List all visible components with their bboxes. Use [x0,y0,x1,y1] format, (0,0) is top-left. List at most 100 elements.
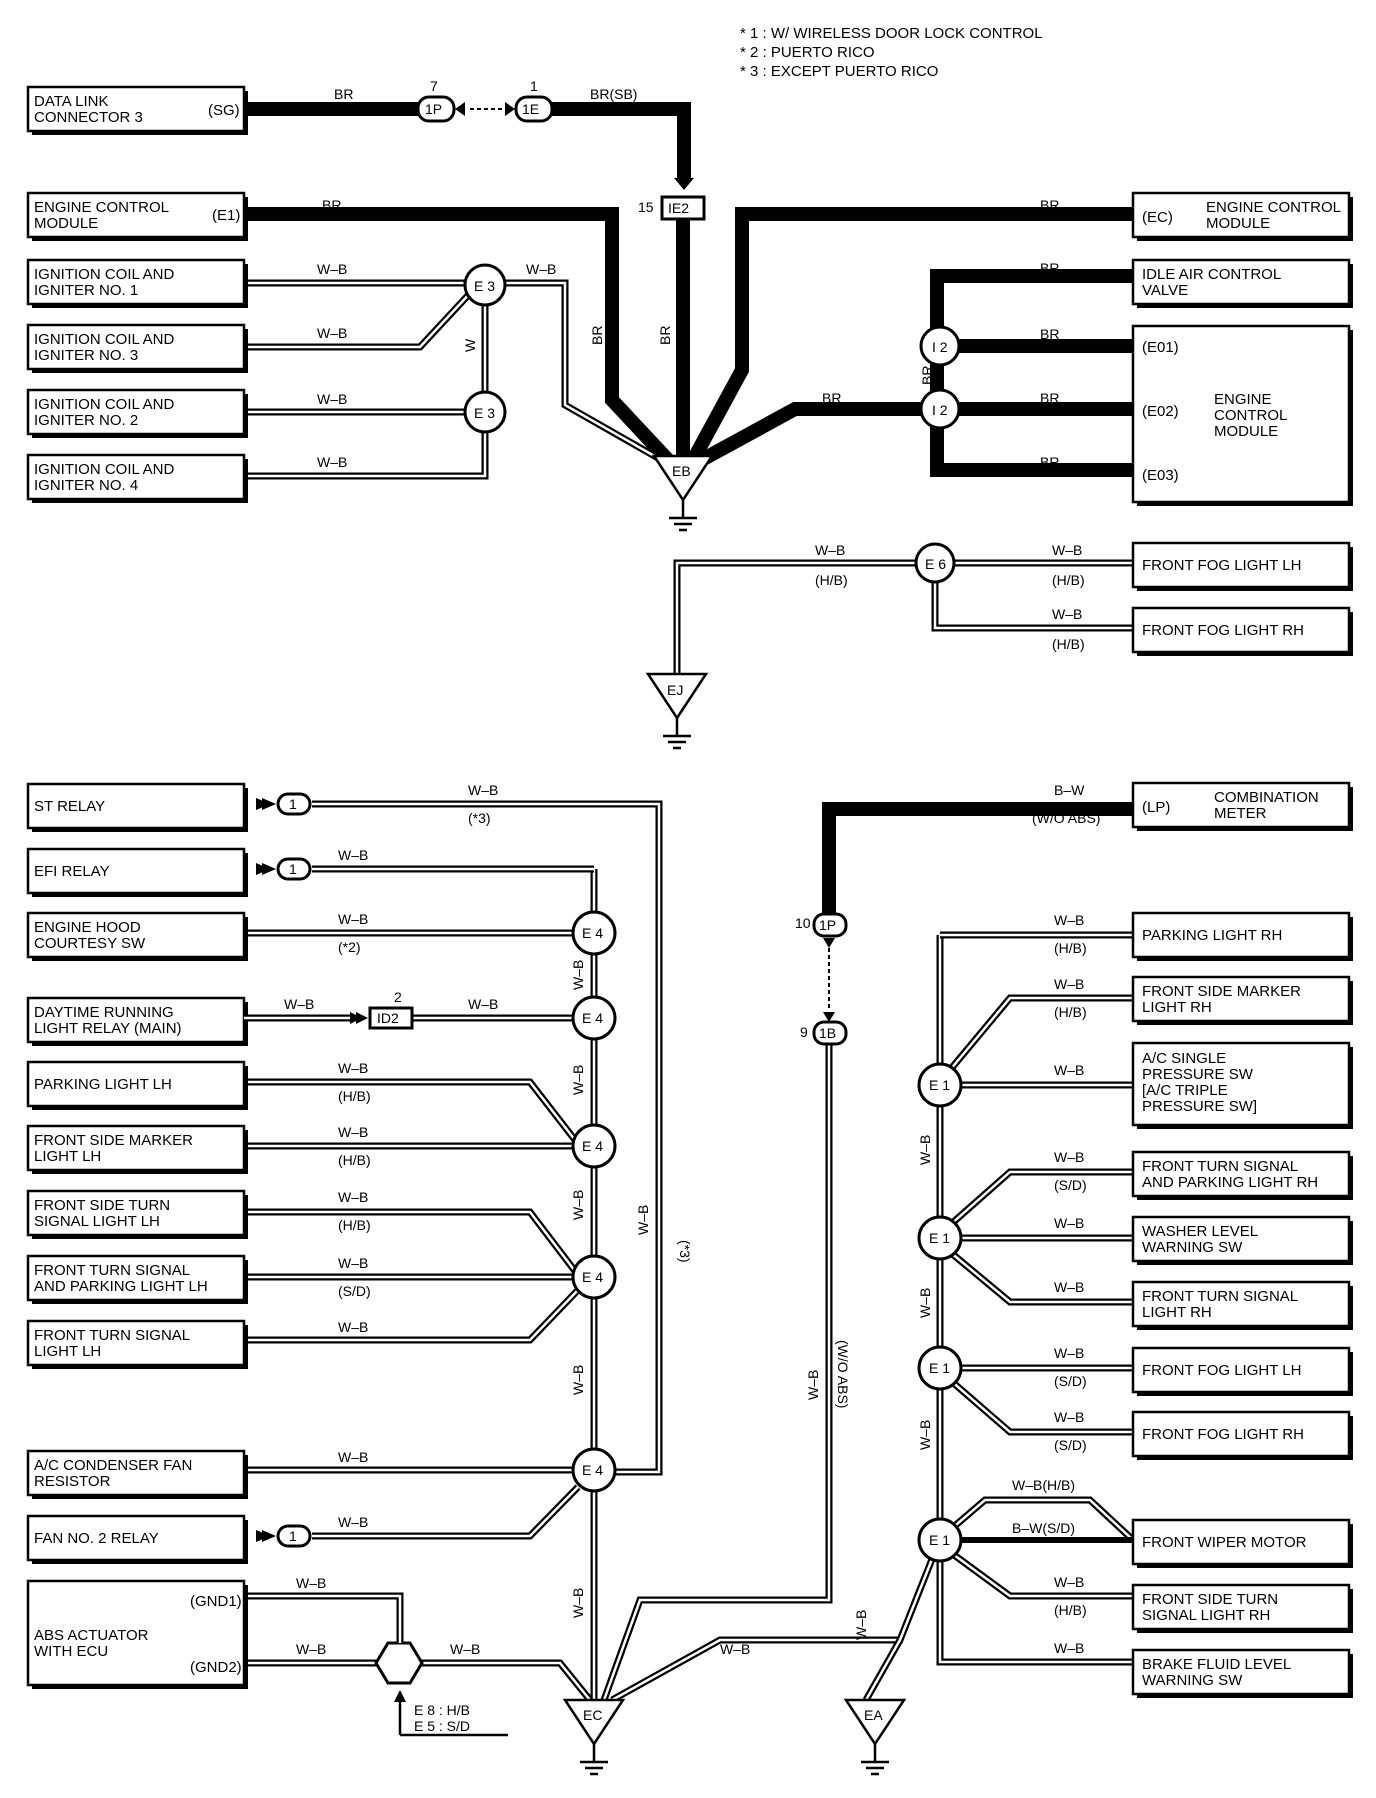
svg-text:BR: BR [1040,326,1059,342]
svg-text:W–B: W–B [284,996,314,1012]
svg-text:EFI RELAY: EFI RELAY [34,863,110,880]
connector-1e: 1 1E [470,78,554,123]
bottom-left-wire-labels: W–B (*3) W–B W–B (*2) W–B W–B W–B (H/B) … [284,782,750,1657]
svg-text:E 4: E 4 [582,1269,603,1285]
svg-text:MODULE: MODULE [1206,215,1270,232]
svg-text:BR: BR [322,197,341,213]
ign2-box: IGNITION COIL AND IGNITER NO. 2 [26,388,248,438]
svg-text:ENGINE CONTROL: ENGINE CONTROL [34,199,169,216]
junction-e1-2: E 1 [917,1215,963,1261]
svg-text:FRONT SIDE TURN: FRONT SIDE TURN [34,1197,170,1214]
junction-e4-4: E 4 [571,1254,617,1300]
svg-text:LIGHT RH: LIGHT RH [1142,1304,1212,1321]
wire-wb-top [244,279,1133,680]
svg-text:7: 7 [430,78,438,94]
ign1-box: IGNITION COIL AND IGNITER NO. 1 [26,258,248,308]
svg-text:E 3: E 3 [474,405,495,421]
connector-st-1: 1 [256,792,312,816]
wire-br-e0-bus [930,269,1133,477]
svg-text:(*3): (*3) [468,810,491,826]
fst-lh-box: FRONT SIDE TURN SIGNAL LIGHT LH [26,1189,248,1239]
svg-text:(*3): (*3) [677,1240,693,1263]
fog-lh-bottom-box: FRONT FOG LIGHT LH [1131,1346,1353,1396]
svg-text:FRONT FOG LIGHT RH: FRONT FOG LIGHT RH [1142,622,1304,639]
svg-text:1: 1 [289,1528,297,1544]
svg-text:W–B: W–B [338,1189,368,1205]
svg-text:FRONT WIPER MOTOR: FRONT WIPER MOTOR [1142,1534,1307,1551]
note-3: * 3 : EXCEPT PUERTO RICO [740,63,938,80]
svg-text:(GND1): (GND1) [190,1593,242,1610]
svg-text:(H/B): (H/B) [1054,940,1087,956]
svg-text:2: 2 [394,989,402,1005]
svg-text:I 2: I 2 [932,339,948,355]
svg-text:1: 1 [289,861,297,877]
svg-text:IGNITER NO. 2: IGNITER NO. 2 [34,412,138,429]
svg-text:W–B: W–B [1052,606,1082,622]
svg-text:A/C CONDENSER FAN: A/C CONDENSER FAN [34,1457,192,1474]
note-1: * 1 : W/ WIRELESS DOOR LOCK CONTROL [740,25,1043,42]
svg-text:WARNING SW: WARNING SW [1142,1239,1243,1256]
svg-text:BR: BR [1040,390,1059,406]
svg-text:E 4: E 4 [582,1462,603,1478]
svg-text:W–B: W–B [317,391,347,407]
junction-abs: E 8 : H/B E 5 : S/D [374,1592,508,1737]
svg-text:ABS ACTUATOR: ABS ACTUATOR [34,1627,149,1644]
svg-text:10: 10 [795,915,811,931]
svg-text:SIGNAL LIGHT RH: SIGNAL LIGHT RH [1142,1607,1270,1624]
svg-text:IDLE AIR CONTROL: IDLE AIR CONTROL [1142,266,1281,283]
svg-text:W–B: W–B [338,1124,368,1140]
svg-text:VALVE: VALVE [1142,282,1188,299]
svg-text:W–B: W–B [526,261,556,277]
svg-text:W–B: W–B [917,1420,933,1450]
svg-text:FRONT FOG LIGHT LH: FRONT FOG LIGHT LH [1142,1362,1301,1379]
svg-text:W–B: W–B [296,1641,326,1657]
svg-text:FRONT FOG LIGHT LH: FRONT FOG LIGHT LH [1142,557,1301,574]
fts-lh-box: FRONT TURN SIGNAL LIGHT LH [26,1319,248,1369]
ftsp-lh-box: FRONT TURN SIGNAL AND PARKING LIGHT LH [26,1254,248,1304]
svg-text:W–B: W–B [468,782,498,798]
svg-text:E 1: E 1 [929,1532,950,1548]
brake-sw-box: BRAKE FLUID LEVEL WARNING SW [1131,1648,1353,1698]
svg-text:IE2: IE2 [668,200,689,216]
svg-text:BR: BR [1040,454,1059,470]
svg-text:ENGINE HOOD: ENGINE HOOD [34,919,141,936]
svg-text:1P: 1P [425,101,442,117]
svg-text:W–B: W–B [570,1365,586,1395]
svg-text:W–B: W–B [570,1588,586,1618]
svg-text:FRONT SIDE MARKER: FRONT SIDE MARKER [34,1132,193,1149]
svg-text:(H/B): (H/B) [338,1217,371,1233]
svg-text:DAYTIME RUNNING: DAYTIME RUNNING [34,1004,174,1021]
ign4-box: IGNITION COIL AND IGNITER NO. 4 [26,453,248,503]
ecm-e1-box: ENGINE CONTROL MODULE (E1) [26,191,248,241]
svg-text:W–B: W–B [1054,1640,1084,1656]
connector-1p-10: 10 1P [795,912,848,1008]
svg-text:COMBINATION: COMBINATION [1214,789,1319,806]
svg-text:LIGHT LH: LIGHT LH [34,1343,101,1360]
top-wire-labels: BR BR(SB) BR BR BR BR BR BR BR BR BR BR … [317,86,1085,652]
svg-text:LIGHT RH: LIGHT RH [1142,999,1212,1016]
svg-text:E 3: E 3 [474,278,495,294]
ground-eb: EB [651,454,715,532]
svg-text:(S/D): (S/D) [338,1283,371,1299]
svg-text:FRONT FOG LIGHT RH: FRONT FOG LIGHT RH [1142,1426,1304,1443]
svg-text:W–B: W–B [1054,1215,1084,1231]
svg-text:(*2): (*2) [338,939,361,955]
svg-text:E 1: E 1 [929,1360,950,1376]
svg-text:FAN NO. 2 RELAY: FAN NO. 2 RELAY [34,1530,159,1547]
svg-text:W–B: W–B [338,1319,368,1335]
bottom-right-wire-labels: B–W (W/O ABS) W–B (H/B) W–B (H/B) W–B W–… [805,782,1100,1656]
ac-sw-box: A/C SINGLE PRESSURE SW [A/C TRIPLE PRESS… [1131,1041,1353,1129]
svg-text:W–B: W–B [853,1610,869,1640]
svg-text:BR: BR [657,326,673,345]
svg-text:(S/D): (S/D) [1054,1437,1087,1453]
junction-i2-a: I 2 [919,325,961,367]
park-lh-box: PARKING LIGHT LH [26,1060,248,1110]
svg-text:EB: EB [672,463,691,479]
ground-ea: EA [843,1698,907,1776]
svg-text:BR: BR [1040,197,1059,213]
svg-text:IGNITER NO. 1: IGNITER NO. 1 [34,282,138,299]
svg-text:1E: 1E [522,101,539,117]
svg-text:W–B: W–B [720,1641,750,1657]
svg-text:ENGINE CONTROL: ENGINE CONTROL [1206,199,1341,216]
svg-text:I 2: I 2 [932,402,948,418]
